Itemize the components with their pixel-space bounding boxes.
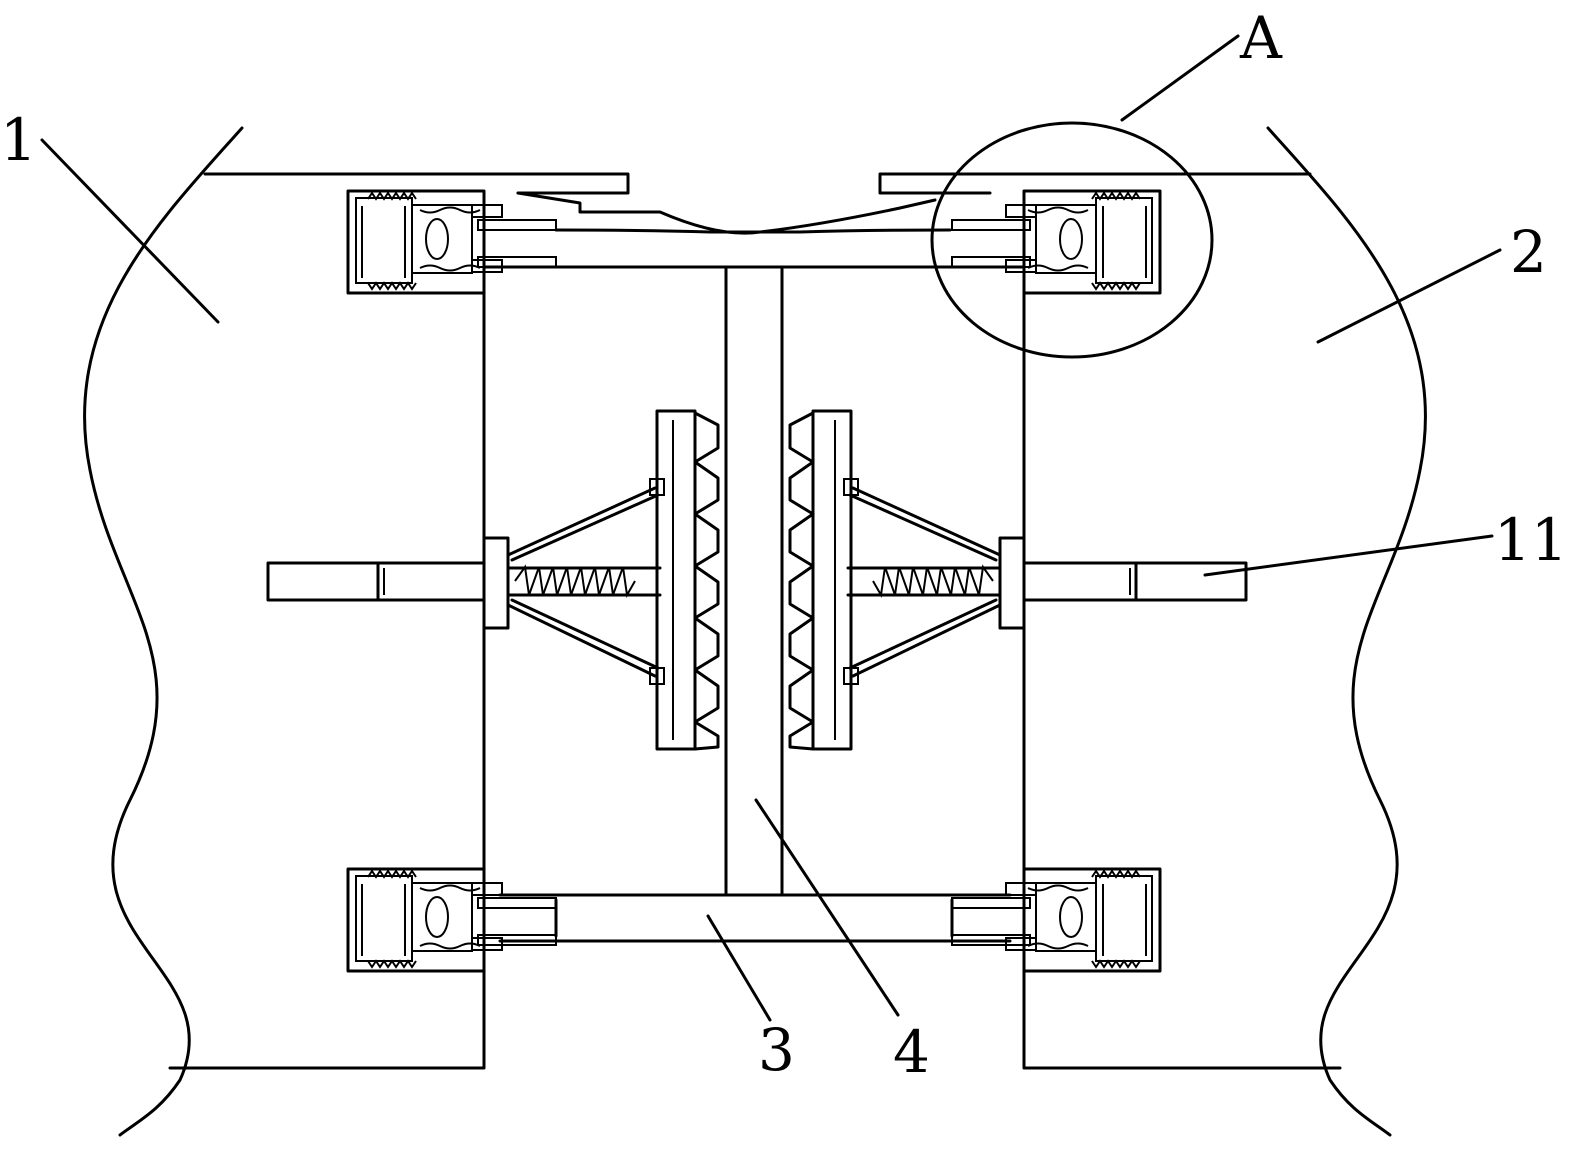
hook-housing-bottom-right [950,867,1162,973]
hook-housing-bottom-left [346,867,558,973]
leader-lines [40,34,1502,1022]
hook-housing-top-left [346,189,558,295]
right-body-part-2 [878,126,1427,1137]
label-part-11: 11 [1494,506,1568,574]
label-part-2: 2 [1510,218,1547,286]
left-body-part-1 [83,126,630,1137]
central-column-part-4 [724,265,784,897]
detail-circle-a [930,121,1214,359]
label-part-1: 1 [0,106,37,174]
left-clamp-mechanism [266,409,720,751]
label-part-3: 3 [758,1016,795,1084]
right-clamp-mechanism [788,409,1248,751]
label-detail-a: A [1239,4,1283,72]
label-part-4: 4 [893,1018,930,1086]
hook-housing-top-right [950,189,1162,295]
